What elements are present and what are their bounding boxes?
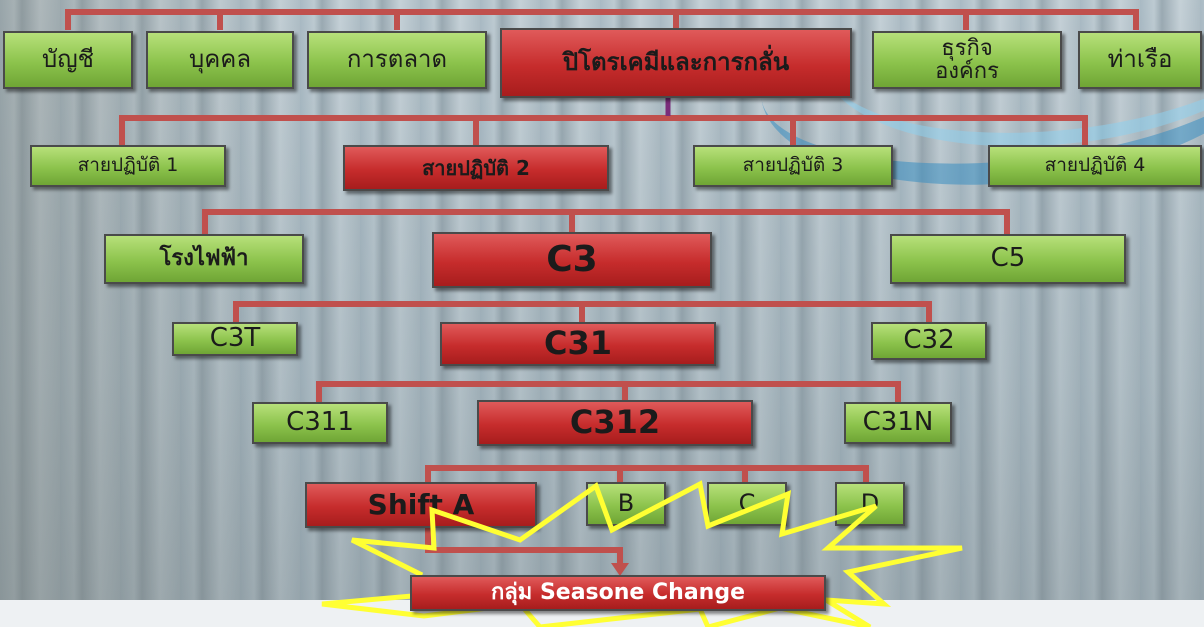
box-season-change-group: กลุ่ม Seasone Change <box>410 575 826 611</box>
